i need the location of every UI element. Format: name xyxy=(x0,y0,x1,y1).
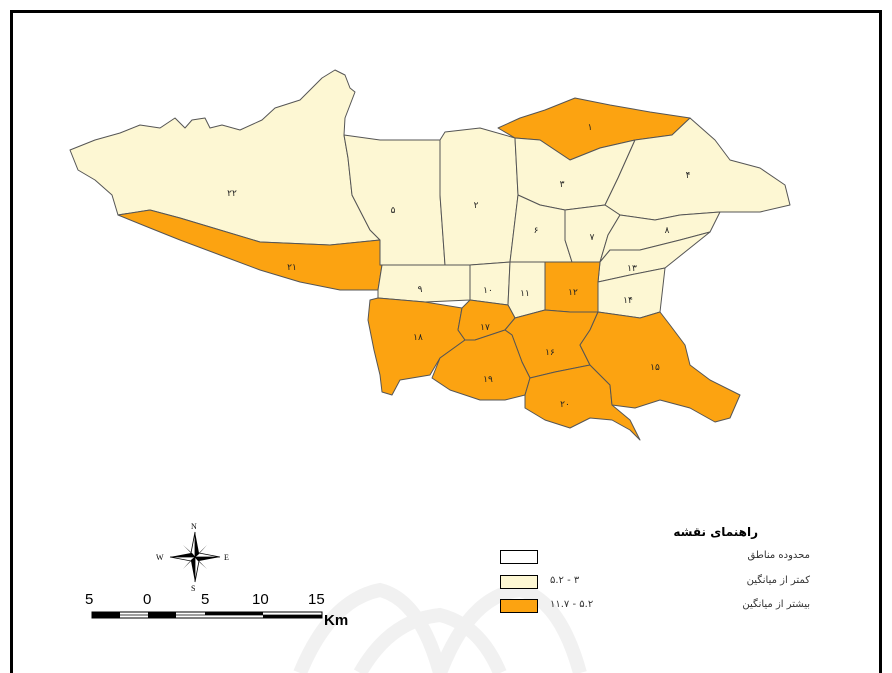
label-22: ۲۲ xyxy=(227,189,237,199)
label-15: ۱۵ xyxy=(650,363,660,373)
label-1: ۱ xyxy=(588,123,593,133)
legend-row-boundary: محدوده مناطق xyxy=(500,550,810,566)
district-labels: ۲۲ ۲۱ ۵ ۲ ۱ ۳ ۴ ۶ ۷ ۸ ۱۳ ۹ ۱۰ ۱۱ ۱۲ ۱۴ ۱… xyxy=(227,123,690,410)
label-19: ۱۹ xyxy=(483,375,493,385)
legend-row-high: ۵.۲ - ۱۱.۷ بیشتر از میانگین xyxy=(500,599,810,615)
label-7: ۷ xyxy=(590,233,595,243)
legend-range-low: ۳ - ۵.۲ xyxy=(550,575,580,586)
scale-tick-1: 0 xyxy=(143,591,152,608)
compass-e: E xyxy=(224,553,229,562)
label-18: ۱۸ xyxy=(413,333,423,343)
districts-layer xyxy=(69,69,791,441)
label-3: ۳ xyxy=(560,180,565,190)
district-12[interactable] xyxy=(544,261,601,313)
label-21: ۲۱ xyxy=(287,263,297,273)
district-9[interactable] xyxy=(377,264,471,303)
legend-swatch-boundary xyxy=(500,550,538,564)
label-13: ۱۳ xyxy=(627,264,637,274)
legend-desc-low: کمتر از میانگین xyxy=(746,575,810,586)
district-10[interactable] xyxy=(469,261,511,306)
legend-row-low: ۳ - ۵.۲ کمتر از میانگین xyxy=(500,575,810,591)
district-15[interactable] xyxy=(579,311,741,423)
scale-tick-2: 5 xyxy=(201,591,210,608)
scale-tick-3: 10 xyxy=(252,591,269,608)
label-20: ۲۰ xyxy=(560,400,570,410)
label-16: ۱۶ xyxy=(545,348,555,358)
label-14: ۱۴ xyxy=(623,296,633,306)
label-8: ۸ xyxy=(665,226,670,236)
legend-desc-boundary: محدوده مناطق xyxy=(747,550,810,561)
scale-tick-4: 15 xyxy=(308,591,325,608)
map-frame xyxy=(10,10,882,673)
label-5: ۵ xyxy=(391,206,396,216)
label-4: ۴ xyxy=(686,171,691,181)
legend-title: راهنمای نقشه xyxy=(673,525,758,539)
legend-range-high: ۵.۲ - ۱۱.۷ xyxy=(550,599,594,610)
scale-unit: Km xyxy=(324,612,349,629)
label-12: ۱۲ xyxy=(568,288,578,298)
watermark-logo xyxy=(293,582,587,673)
label-6: ۶ xyxy=(534,226,539,236)
district-2[interactable] xyxy=(439,127,519,266)
scale-bar xyxy=(91,611,323,619)
legend-swatch-low xyxy=(500,575,538,589)
label-10: ۱۰ xyxy=(483,286,493,296)
legend-desc-high: بیشتر از میانگین xyxy=(742,599,810,610)
legend-swatch-high xyxy=(500,599,538,613)
label-11: ۱۱ xyxy=(520,289,530,299)
compass-n: N xyxy=(191,522,197,531)
district-22[interactable] xyxy=(69,69,381,246)
label-9: ۹ xyxy=(418,285,423,295)
scale-tick-0: 5 xyxy=(85,591,94,608)
map-legend: راهنمای نقشه محدوده مناطق ۳ - ۵.۲ کمتر ا… xyxy=(480,525,810,615)
label-2: ۲ xyxy=(474,201,479,211)
compass-s: S xyxy=(191,584,196,593)
compass-rose-icon xyxy=(169,531,221,583)
compass-w: W xyxy=(156,553,164,562)
label-17: ۱۷ xyxy=(480,323,490,333)
